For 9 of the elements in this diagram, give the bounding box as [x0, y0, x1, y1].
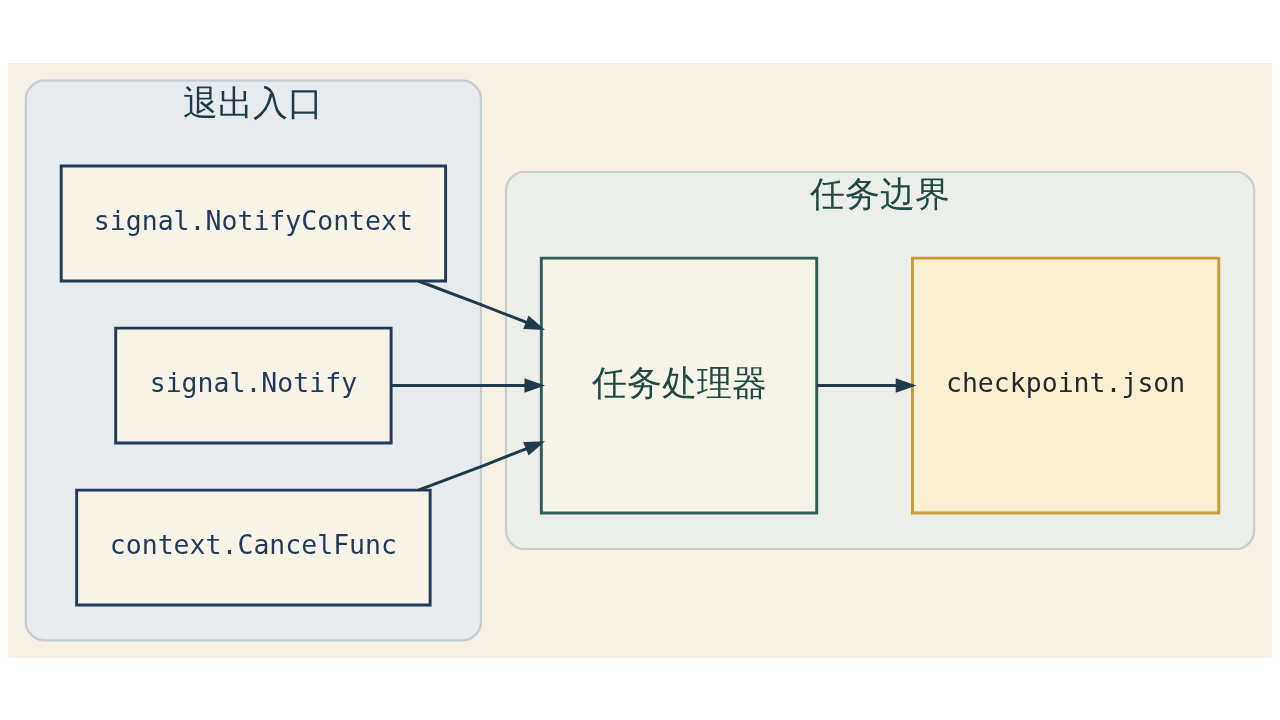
- node-box: 任务处理器: [539, 256, 819, 514]
- node-box: signal.Notify: [114, 326, 393, 444]
- arrow: [417, 279, 546, 330]
- node-box: context.CancelFunc: [75, 488, 432, 606]
- arrow: [816, 377, 917, 393]
- arrow: [391, 377, 546, 393]
- arrow: [417, 440, 546, 491]
- node-box: checkpoint.json: [911, 256, 1221, 514]
- node-box: signal.NotifyContext: [59, 164, 448, 282]
